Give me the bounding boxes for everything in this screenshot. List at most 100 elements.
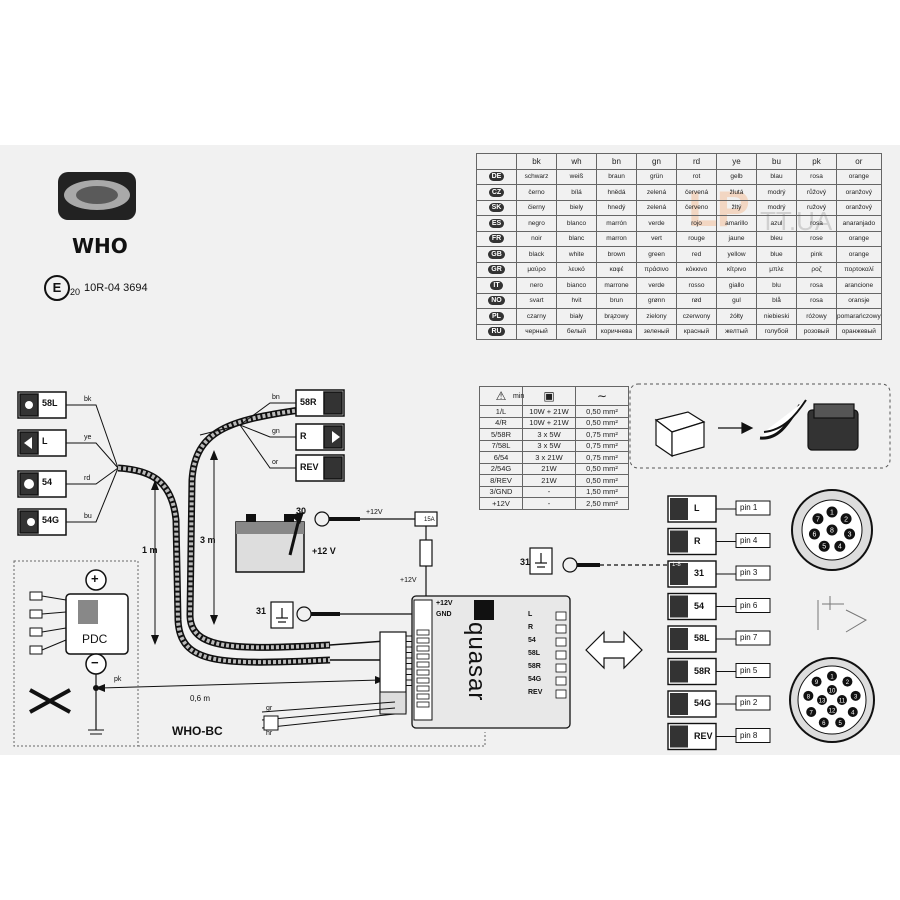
socket7-pin	[826, 524, 838, 536]
cable-length-3m: 3 m	[200, 535, 216, 545]
pin-signal-label: L	[694, 503, 700, 513]
module-terminal	[555, 637, 567, 647]
socket13-pin	[817, 695, 827, 705]
wire-color-gn: gn	[272, 428, 280, 435]
module-output-58r: 58R	[528, 663, 541, 670]
left-arrow-glyph	[24, 437, 32, 449]
wire-color-rd: rd	[84, 475, 91, 482]
wire-color-bn: bn	[272, 394, 280, 401]
module-left-terminal	[416, 661, 430, 668]
language-badge: SK	[488, 203, 505, 213]
brand-logo	[58, 172, 136, 220]
kit-contents	[654, 399, 859, 458]
module-terminal	[555, 676, 567, 686]
pin-number: pin 6	[740, 600, 758, 610]
module-left-terminal	[416, 685, 430, 692]
pin-number: pin 3	[740, 568, 758, 577]
module-left-terminal	[416, 701, 430, 708]
color-name-cell: розовый	[796, 323, 837, 340]
module-terminal	[555, 663, 567, 673]
pin-signal-label: REV	[694, 730, 713, 741]
pdc-minus: −	[91, 655, 99, 670]
socket13-pin-number: 11	[839, 699, 846, 705]
pin-signal-label: R	[694, 535, 701, 546]
wire-color-or: or	[272, 459, 279, 466]
socket13-pin	[818, 717, 829, 728]
language-badge: PL	[489, 311, 504, 321]
pin-lamp-icon	[670, 563, 688, 585]
socket7-pin	[826, 506, 838, 518]
socket13-pin-number: 12	[829, 709, 836, 715]
socket7-pin-number: 2	[844, 516, 848, 523]
socket13-pin	[835, 717, 846, 728]
socket13-pin	[847, 707, 858, 717]
socket7-pin-number: 8	[830, 528, 834, 535]
pin-tag	[735, 630, 771, 646]
bulb-table-cell: +12V	[479, 497, 523, 510]
module-left-terminal	[416, 653, 430, 660]
lamp-glyph	[25, 401, 33, 409]
ground-cable	[270, 547, 668, 629]
socket7-pin-number: 4	[838, 544, 842, 551]
stop-glyph	[24, 479, 34, 489]
ground-31-left: 31	[256, 606, 267, 616]
socket13-pin	[806, 707, 817, 717]
module-output-58l: 58L	[528, 650, 541, 657]
pin-lamp-icon	[670, 693, 688, 715]
socket7-pin-number: 7	[816, 516, 820, 523]
socket7-pin-number: 5	[822, 544, 826, 551]
wire-color-bk: bk	[84, 396, 92, 403]
pin-number: pin 2	[740, 698, 758, 707]
main-cable	[117, 406, 401, 666]
socket7-pin	[834, 540, 846, 552]
lamp-label-58l: 58L	[42, 398, 58, 408]
pin-signal-label: 54G	[694, 698, 712, 708]
socket7-pin	[812, 513, 824, 525]
socket13-pin	[803, 690, 814, 701]
color-name-cell: голубой	[756, 323, 797, 340]
length-dimension-lines	[99, 455, 381, 689]
socket13-pin	[827, 671, 837, 681]
bulb-table-cell: 2,50 mm²	[575, 497, 629, 510]
language-badge: ES	[488, 218, 505, 228]
module-gnd-label: GND	[436, 611, 452, 618]
module-output-r: R	[528, 624, 534, 631]
right-lamp-boxes	[295, 389, 345, 482]
module-brand: quasar	[463, 622, 490, 702]
pin-lamp-icon	[670, 530, 688, 553]
pin-lamp-icon	[670, 725, 688, 748]
socket13-pin-number: 1	[830, 675, 834, 681]
pin-tag	[735, 565, 771, 581]
bc-title: WHO-BC	[172, 724, 223, 738]
module-terminal	[555, 689, 567, 699]
pin-tag	[735, 695, 771, 711]
socket13-pin	[842, 676, 853, 687]
module-output-54: 54	[528, 637, 536, 644]
socket7-pin	[808, 528, 820, 540]
bc-wire-gr: gr	[266, 705, 273, 712]
pin-number: pin 4	[740, 535, 758, 545]
bulb-table-row: +12V-2,50 mm²	[479, 497, 629, 510]
bulb-table-row: 3/GND-1,50 mm²	[479, 485, 629, 498]
bulb-table-min: min	[513, 393, 525, 400]
ring-terminal-30	[314, 511, 330, 527]
fuse-feed-12v: +12V	[366, 509, 383, 516]
left-lamp-boxes	[17, 391, 67, 536]
cable-length-1m: 1 m	[142, 545, 158, 555]
module-output-54g: 54G	[528, 676, 542, 683]
socket13-pin	[827, 685, 837, 695]
pdc-label: PDC	[82, 632, 108, 646]
module-output-l: L	[528, 611, 533, 618]
language-badge: GB	[488, 249, 505, 259]
pin-tag	[735, 533, 771, 548]
socket7-pin	[840, 513, 852, 525]
socket13-pin-number: 13	[819, 699, 826, 705]
socket13-pin	[827, 705, 837, 715]
pin-tag	[735, 500, 771, 516]
